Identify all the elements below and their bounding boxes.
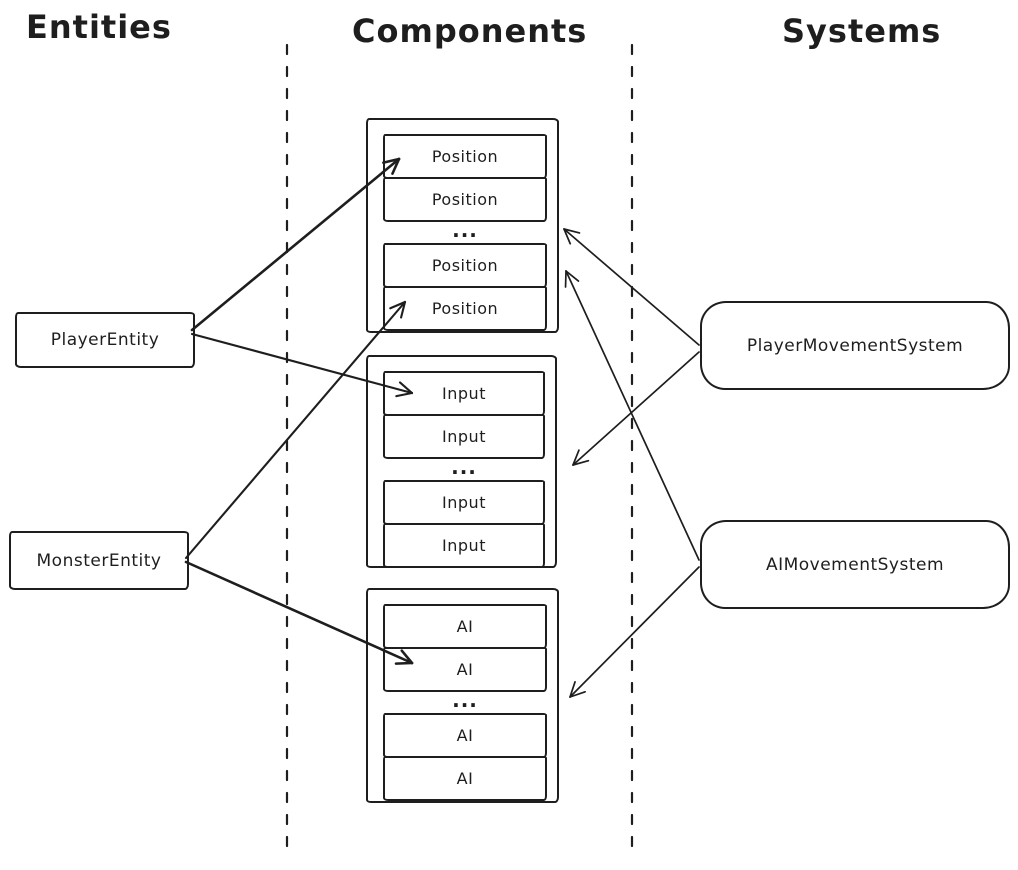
position-components-row-4[interactable]: Position [383,243,547,288]
ai-components-ellipsis: ... [452,687,478,712]
position-components-row-1[interactable]: Position [383,134,547,179]
edge-ai-movement-system-to-ai-components[interactable] [569,566,700,698]
edge-player-movement-system-to-input-components[interactable] [572,351,700,466]
input-components-row-1[interactable]: Input [383,371,545,416]
node-player-entity-label: PlayerEntity [50,330,160,350]
column-header-entities: Entities [26,8,172,46]
node-player-movement-system[interactable]: PlayerMovementSystem [700,301,1010,390]
position-components-row-5[interactable]: Position [383,286,547,331]
edge-player-movement-system-to-position-components[interactable] [563,228,700,346]
input-components-row-4[interactable]: Input [383,480,545,525]
position-components-row-2[interactable]: Position [383,177,547,222]
node-ai-movement-system-label: AIMovementSystem [765,554,945,575]
ai-components-row-4[interactable]: AI [383,713,547,758]
ai-components-row-1[interactable]: AI [383,604,547,649]
node-monster-entity[interactable]: MonsterEntity [9,531,189,590]
input-components-row-5[interactable]: Input [383,523,545,568]
edge-ai-movement-system-to-position-components[interactable] [564,270,700,561]
node-player-movement-system-label: PlayerMovementSystem [746,335,964,356]
node-monster-entity-label: MonsterEntity [36,550,162,571]
input-components-row-2[interactable]: Input [383,414,545,459]
column-header-systems: Systems [782,12,942,50]
column-header-components: Components [352,12,588,50]
input-components-ellipsis: ... [451,454,477,479]
node-player-entity[interactable]: PlayerEntity [15,312,195,368]
ai-components-row-2[interactable]: AI [383,647,547,692]
node-ai-movement-system[interactable]: AIMovementSystem [700,520,1010,609]
position-components-ellipsis: ... [452,217,478,242]
ai-components-row-5[interactable]: AI [383,756,547,801]
